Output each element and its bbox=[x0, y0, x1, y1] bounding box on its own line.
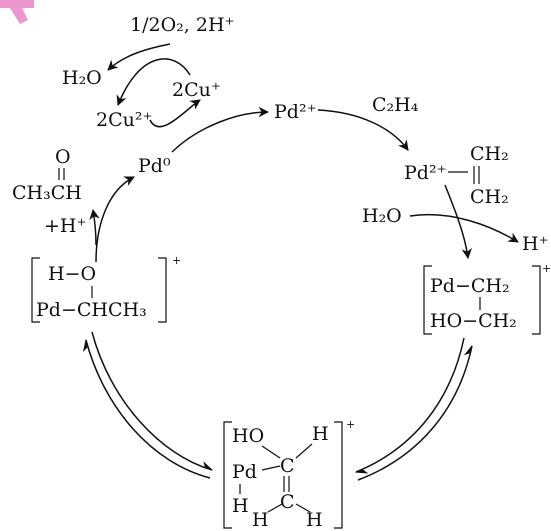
bond-c-h-left bbox=[267, 503, 283, 513]
water-right-label: H₂O bbox=[362, 205, 402, 227]
bottom-h-top: H bbox=[312, 423, 329, 445]
ethylene-label: C₂H₄ bbox=[372, 94, 419, 116]
bottom-h-bottom-left: H bbox=[252, 509, 269, 531]
right-intermediate: Pd−CH₂ HO−CH₂ + bbox=[423, 262, 551, 335]
right-intermediate-line2: HO−CH₂ bbox=[430, 310, 517, 332]
left-intermediate-line1: H−O bbox=[48, 263, 96, 285]
bottom-intermediate-charge: + bbox=[346, 418, 355, 431]
right-intermediate-charge: + bbox=[542, 262, 551, 275]
bottom-pd: Pd bbox=[232, 461, 257, 483]
bottom-ho: HO bbox=[232, 425, 264, 447]
oxygen-proton-label: 1/2O₂, 2H⁺ bbox=[130, 14, 235, 36]
pd0-label: Pd⁰ bbox=[138, 155, 171, 177]
left-intermediate-charge: + bbox=[172, 254, 181, 267]
bottom-c-top: C bbox=[280, 455, 295, 477]
equilibrium-right-forward bbox=[354, 337, 465, 474]
arrow-cu-oxidation bbox=[116, 58, 191, 106]
arrow-proton-release bbox=[409, 213, 519, 243]
acetaldehyde-proton: +H⁺ bbox=[44, 215, 87, 237]
equilibrium-left-reverse bbox=[82, 338, 211, 479]
acetaldehyde-oxygen: O bbox=[55, 146, 71, 168]
arrow-pd0-to-pd2 bbox=[171, 106, 270, 153]
cu-2plus-label: 2Cu²⁺ bbox=[96, 109, 153, 131]
pi-complex-ch2-bottom: CH₂ bbox=[470, 186, 509, 208]
arrow-pd2-to-pi-complex bbox=[317, 109, 409, 151]
arrow-left-to-pd0 bbox=[95, 176, 135, 263]
bond-ho-c bbox=[261, 445, 281, 459]
watermark-logo bbox=[0, 0, 34, 24]
arrow-to-water bbox=[107, 43, 171, 71]
cu-plus-label: 2Cu⁺ bbox=[172, 79, 221, 101]
right-intermediate-line1: Pd−CH₂ bbox=[430, 275, 510, 297]
left-intermediate-line2: Pd−CHCH₃ bbox=[36, 299, 147, 321]
equilibrium-right-reverse bbox=[357, 344, 473, 481]
water-top-label: H₂O bbox=[62, 67, 102, 89]
arrow-to-acetaldehyde bbox=[89, 208, 100, 246]
bond-pd-c bbox=[261, 465, 281, 471]
left-intermediate: H−O Pd−CHCH₃ + bbox=[31, 254, 181, 323]
pi-complex-pd: Pd²⁺ bbox=[404, 162, 447, 184]
bottom-intermediate: HO H C Pd C H H H + bbox=[223, 418, 355, 531]
bottom-c-bottom: C bbox=[280, 491, 295, 513]
bond-c-h-right bbox=[295, 503, 311, 513]
acetaldehyde-formula: CH₃CH bbox=[12, 182, 82, 204]
bottom-h-left: H bbox=[232, 495, 249, 517]
arrow-pi-to-right-intermediate bbox=[444, 184, 472, 260]
bond-h-c bbox=[295, 443, 313, 459]
equilibrium-left-forward bbox=[91, 331, 214, 471]
arrow-cu-reduction bbox=[149, 99, 201, 128]
pi-complex-ch2-top: CH₂ bbox=[470, 143, 509, 165]
bottom-h-bottom-right: H bbox=[306, 509, 323, 531]
pd2-label: Pd²⁺ bbox=[274, 101, 317, 123]
proton-right-label: H⁺ bbox=[522, 233, 549, 255]
